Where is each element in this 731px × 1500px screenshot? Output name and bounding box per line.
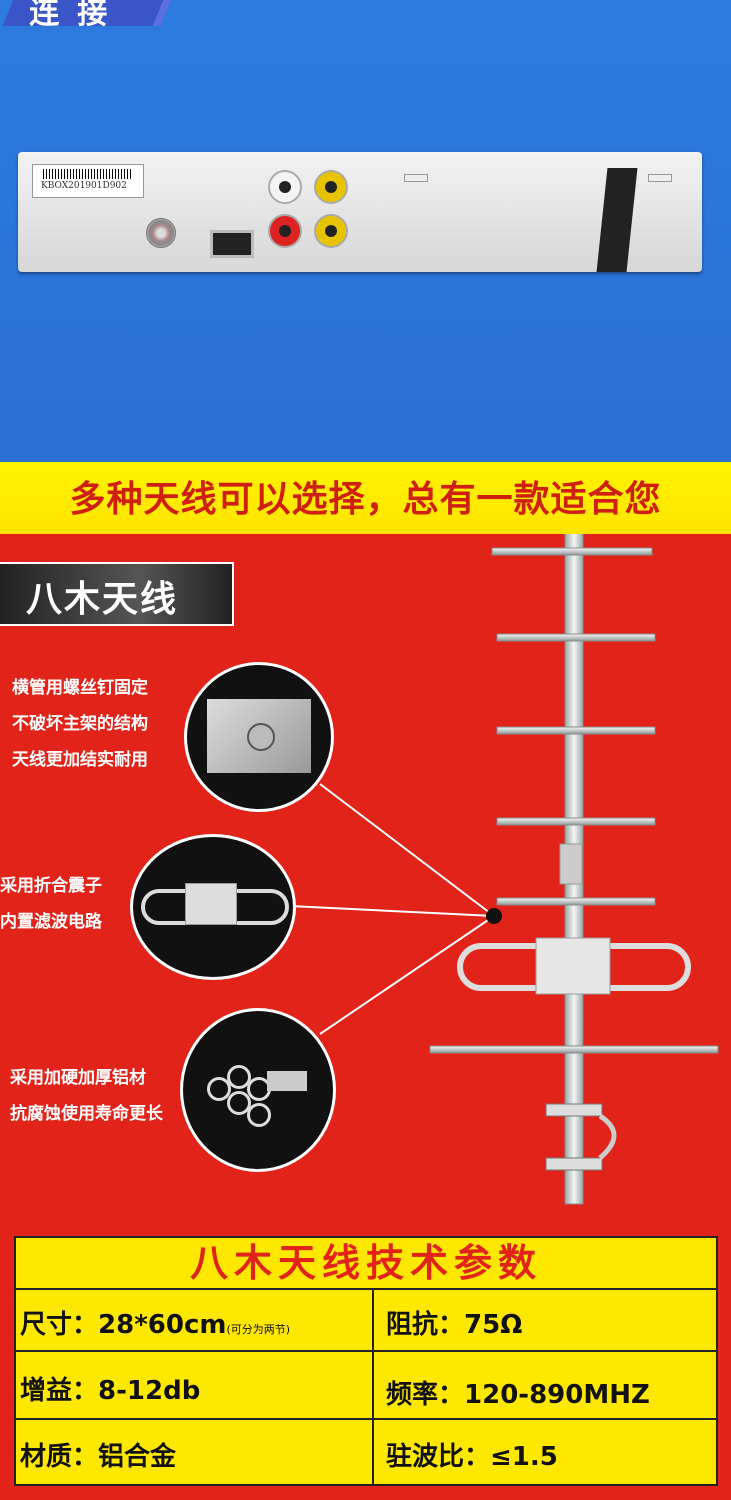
spec-material: 材质：铝合金	[20, 1436, 176, 1473]
spec-frequency: 频率：120-890MHZ	[386, 1374, 650, 1411]
section-title: 八木天线	[26, 579, 179, 620]
top-tag: 连接	[2, 0, 176, 31]
feature-line: 内置滤波电路	[0, 912, 102, 932]
impedance-label: 阻抗：	[386, 1310, 465, 1340]
tubes-icon	[207, 1061, 307, 1131]
size-label: 尺寸：	[20, 1310, 99, 1340]
size-note: (可分为两节)	[226, 1323, 291, 1336]
tube-detail-image	[180, 1008, 336, 1172]
frequency-value: 120-890MHZ	[464, 1380, 650, 1410]
dipole-block-icon	[185, 883, 237, 925]
spec-impedance: 阻抗：75Ω	[386, 1304, 522, 1341]
material-value: 铝合金	[98, 1442, 177, 1472]
barcode-icon	[43, 169, 133, 179]
rca-white-icon	[268, 170, 302, 204]
folded-dipole-image	[130, 834, 296, 980]
spec-table: 八木天线技术参数 尺寸：28*60cm(可分为两节) 阻抗：75Ω 增益：8-1…	[14, 1236, 718, 1486]
vent-slot	[404, 174, 428, 182]
gain-value: 8-12db	[98, 1376, 201, 1406]
set-top-box-rear: KBOX201901D902	[18, 152, 702, 272]
feature-1: 横管用螺丝钉固定 不破坏主架的结构 天线更加结实耐用	[12, 670, 148, 778]
feature-3: 采用加硬加厚铝材 抗腐蚀使用寿命更长	[10, 1060, 163, 1132]
spec-gain: 增益：8-12db	[20, 1370, 200, 1407]
impedance-value: 75Ω	[464, 1310, 523, 1340]
screw-detail-image	[184, 662, 334, 812]
yagi-antenna-illustration	[289, 534, 719, 1205]
spec-vswr: 驻波比：≤1.5	[386, 1436, 558, 1473]
feature-line: 不破坏主架的结构	[12, 714, 148, 734]
vent-slot	[648, 174, 672, 182]
spec-table-title: 八木天线技术参数	[189, 1241, 542, 1285]
divider	[16, 1350, 716, 1352]
banner-text: 多种天线可以选择，总有一款适合您	[69, 479, 662, 520]
feature-line: 天线更加结实耐用	[12, 750, 148, 770]
device-panel: 连接 KBOX201901D902	[0, 0, 731, 462]
divider	[16, 1288, 716, 1290]
serial-label: KBOX201901D902	[32, 164, 144, 198]
vswr-label: 驻波比：	[386, 1442, 491, 1472]
section-title-pill: 八木天线	[0, 562, 234, 626]
power-cable-icon	[596, 168, 638, 272]
rca-yellow-2-icon	[314, 214, 348, 248]
frequency-label: 频率：	[386, 1380, 465, 1410]
divider	[372, 1288, 374, 1484]
feature-2: 采用折合震子 内置滤波电路	[0, 868, 102, 940]
rf-connector-icon	[146, 218, 176, 248]
feature-line: 采用折合震子	[0, 876, 102, 896]
spec-size: 尺寸：28*60cm(可分为两节)	[20, 1304, 290, 1341]
usb-port-icon	[210, 230, 254, 258]
banner: 多种天线可以选择，总有一款适合您	[0, 462, 731, 534]
serial-text: KBOX201901D902	[41, 181, 127, 191]
feature-line: 抗腐蚀使用寿命更长	[10, 1104, 163, 1124]
antenna-section: 八木天线 横管用螺丝钉固定 不破坏主架的结构 天线更加	[0, 534, 731, 1500]
material-label: 材质：	[20, 1442, 99, 1472]
rca-red-icon	[268, 214, 302, 248]
top-tag-text: 连接	[29, 0, 126, 31]
size-value: 28*60cm	[98, 1310, 227, 1340]
divider	[16, 1418, 716, 1420]
feature-line: 横管用螺丝钉固定	[12, 678, 148, 698]
screw-icon	[247, 723, 275, 751]
feature-line: 采用加硬加厚铝材	[10, 1068, 146, 1088]
gain-label: 增益：	[20, 1376, 99, 1406]
rca-yellow-icon	[314, 170, 348, 204]
vswr-value: ≤1.5	[490, 1442, 558, 1472]
